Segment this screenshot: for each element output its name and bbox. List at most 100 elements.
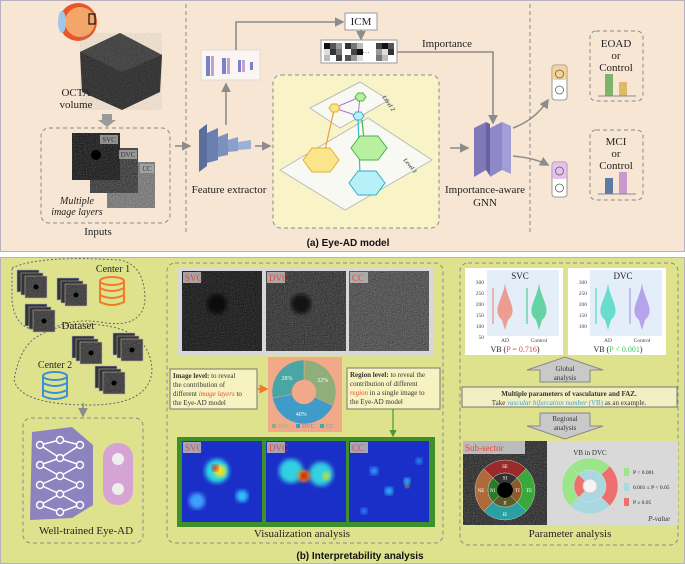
layer-tag: SVC	[185, 443, 203, 453]
matrix-cell	[382, 49, 388, 55]
matrix-cell	[324, 49, 330, 55]
dataset-label: Dataset	[62, 320, 95, 332]
global-analysis-label-2: analysis	[554, 374, 577, 382]
legend-item: 0.001 ≤ P < 0.05	[633, 485, 670, 491]
svg-text:the Eye-AD model: the Eye-AD model	[173, 399, 226, 407]
image-level-box: Image level: to reveal the contribution …	[169, 368, 258, 410]
donut-slice-dvc	[272, 393, 334, 425]
matrix-cell	[351, 49, 357, 55]
sector-label: SE	[502, 465, 508, 470]
parameters-box-line2: Take vascular bifurcation number (VB) as…	[492, 399, 647, 407]
matrix-cell	[388, 55, 394, 61]
matrix-cell	[330, 55, 336, 61]
sector-label: SI	[503, 477, 508, 482]
donut-slice-label: 28%	[282, 376, 293, 382]
octa-volume-cube	[80, 33, 162, 110]
output-label: MCI	[606, 136, 627, 148]
y-tick-label: 300	[476, 280, 485, 286]
layer-tag: CC	[352, 273, 364, 283]
matrix-cell	[382, 55, 388, 61]
heatmap-images: SVC DVC CC	[182, 441, 429, 522]
y-tick-label: 150	[476, 313, 485, 319]
database-icon-center2	[42, 371, 68, 400]
sector-label: NE	[478, 489, 485, 494]
violin-chart-title: SVC	[511, 271, 529, 281]
violin	[531, 283, 547, 330]
matrix-cell	[376, 43, 382, 49]
panel-b-title: (b) Interpretability analysis	[296, 551, 424, 562]
multiple-layers-label: Multiple	[59, 196, 94, 207]
layer-tag: DVC	[269, 443, 288, 453]
svg-text:···: ···	[363, 49, 370, 57]
legend-swatch	[624, 483, 629, 491]
feature-maps-icon	[200, 49, 261, 81]
y-tick-label: 200	[476, 302, 485, 308]
sector-label: TE	[526, 489, 532, 494]
panel-interpretability-analysis: Center 1 Dataset Center 2 Well-trained E…	[0, 257, 685, 564]
violin	[634, 283, 650, 330]
output-eoad: EOAD or Control	[551, 30, 644, 102]
svg-text:contribution of different: contribution of different	[350, 380, 418, 388]
violin	[497, 283, 513, 330]
matrix-cell	[351, 55, 357, 61]
legend-swatch	[624, 468, 629, 476]
sector-label: TI	[515, 489, 520, 494]
legend-item: P ≥ 0.05	[633, 500, 651, 506]
gnn-label: Importance-aware	[445, 184, 525, 196]
svg-text:different image layers to: different image layers to	[173, 390, 242, 398]
donut-slice-cc	[271, 359, 305, 399]
gnn-icon	[474, 122, 511, 177]
matrix-cell	[336, 55, 342, 61]
y-tick-label: 100	[579, 324, 588, 330]
output-label: Control	[599, 160, 633, 172]
matrix-cell	[336, 43, 342, 49]
violin-caption: VB (P < 0.001)	[593, 345, 642, 354]
layer-tag: DVC	[269, 273, 288, 283]
down-arrow-icon	[98, 114, 116, 127]
output-label: or	[611, 148, 621, 160]
output-label: EOAD	[601, 38, 632, 50]
global-analysis-arrow	[526, 356, 604, 383]
octa-volume-label: OCTA	[61, 87, 90, 99]
heatmap-cc	[349, 441, 429, 522]
layer-label-cc: CC	[142, 165, 152, 173]
matrix-cell	[330, 43, 336, 49]
visualization-box	[166, 262, 444, 544]
donut-legend-item: DVC	[302, 424, 315, 430]
matrix-cell	[357, 49, 363, 55]
vb-dvc-ring	[561, 457, 619, 515]
visualization-label: Visualization analysis	[254, 528, 350, 540]
sub-sector-title: Sub-sector	[465, 443, 504, 453]
center2-region	[13, 323, 153, 406]
matrix-cell	[345, 49, 351, 55]
output-label: Control	[599, 62, 633, 74]
svg-text:the contribution of: the contribution of	[173, 381, 226, 389]
svg-text:Region level: to reveal the: Region level: to reveal the	[350, 371, 425, 379]
trained-model-box	[22, 417, 144, 544]
output-mci: MCI or Control	[551, 129, 644, 201]
donut-slice-label: 32%	[317, 378, 328, 384]
x-category-label: Control	[531, 338, 548, 344]
inputs-box	[40, 127, 171, 224]
matrix-cell	[345, 55, 351, 61]
parameters-box	[461, 386, 678, 408]
matrix-cell	[330, 49, 336, 55]
matrix-cell	[357, 55, 363, 61]
legend-swatch	[624, 498, 629, 506]
y-tick-label: 50	[479, 335, 485, 341]
regional-analysis-label-2: analysis	[554, 424, 577, 432]
y-tick-label: 150	[579, 313, 588, 319]
y-tick-label: 200	[579, 302, 588, 308]
matrix-cell	[324, 43, 330, 49]
violin	[600, 283, 616, 330]
matrix-cell	[376, 49, 382, 55]
legend-item: P < 0.001	[633, 470, 654, 476]
layer-contribution-donut: 32%40%28%	[271, 359, 337, 425]
svg-text:Image level: to reveal: Image level: to reveal	[173, 372, 235, 380]
hierarchical-graph: Level 2 Level 1	[279, 81, 433, 211]
feature-extractor-label: Feature extractor	[192, 184, 267, 196]
layer-tag: CC	[352, 443, 364, 453]
